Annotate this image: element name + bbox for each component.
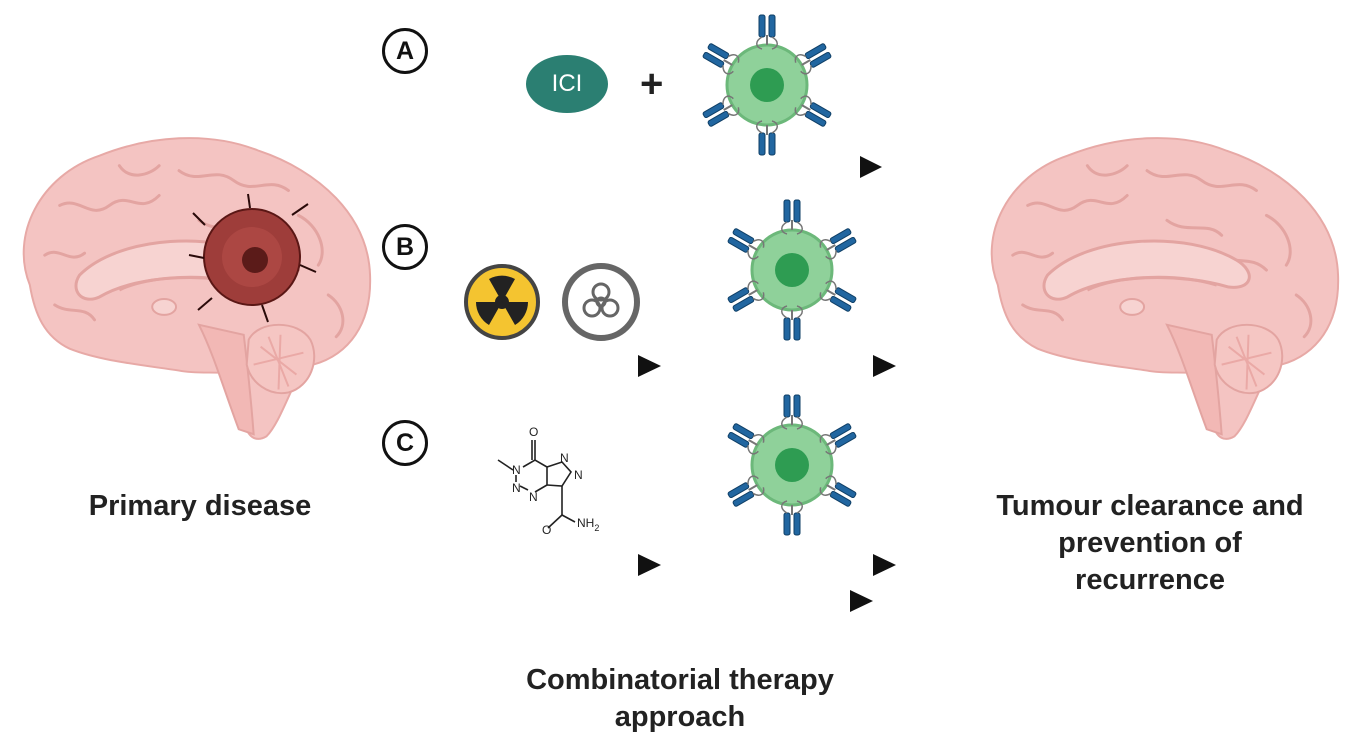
arrow-head bbox=[850, 590, 873, 612]
brain-with-tumour-icon bbox=[22, 136, 372, 441]
atom-n4-label: N bbox=[560, 451, 569, 465]
arrow-head bbox=[873, 554, 896, 576]
atom-o-label: O bbox=[529, 425, 538, 439]
caption-tumour-clearance: Tumour clearance and prevention of recur… bbox=[996, 490, 1304, 597]
caption-primary-disease: Primary disease bbox=[88, 490, 312, 522]
arrow-head bbox=[638, 355, 661, 377]
radiation-icon bbox=[464, 264, 540, 340]
arrow-head bbox=[638, 554, 661, 576]
atom-n1-label: N bbox=[512, 463, 521, 477]
immune-cell-icon bbox=[726, 200, 857, 340]
molecule-icon: O N N N N N NH2 O bbox=[497, 425, 599, 537]
plus-sign: + bbox=[640, 62, 664, 106]
immune-cell-icon bbox=[726, 395, 857, 535]
arrow-head bbox=[860, 156, 882, 178]
healthy-brain-icon bbox=[990, 136, 1340, 441]
marker-c: C bbox=[382, 420, 428, 466]
amide-label: NH2 bbox=[577, 516, 599, 533]
atom-o2-label: O bbox=[542, 523, 551, 537]
marker-b: B bbox=[382, 224, 428, 270]
arrow-head bbox=[873, 355, 896, 377]
atom-n2-label: N bbox=[512, 481, 521, 495]
atom-n3-label: N bbox=[529, 490, 538, 504]
ici-label: ICI bbox=[526, 55, 608, 113]
tumour-mass bbox=[188, 193, 317, 323]
immune-cell-icon bbox=[701, 15, 832, 155]
marker-a: A bbox=[382, 28, 428, 74]
atom-n5-label: N bbox=[574, 468, 583, 482]
row-a-icons bbox=[701, 15, 832, 155]
caption-combinatorial-therapy: Combinatorial therapy approach bbox=[526, 664, 834, 734]
biohazard-icon bbox=[562, 263, 640, 341]
